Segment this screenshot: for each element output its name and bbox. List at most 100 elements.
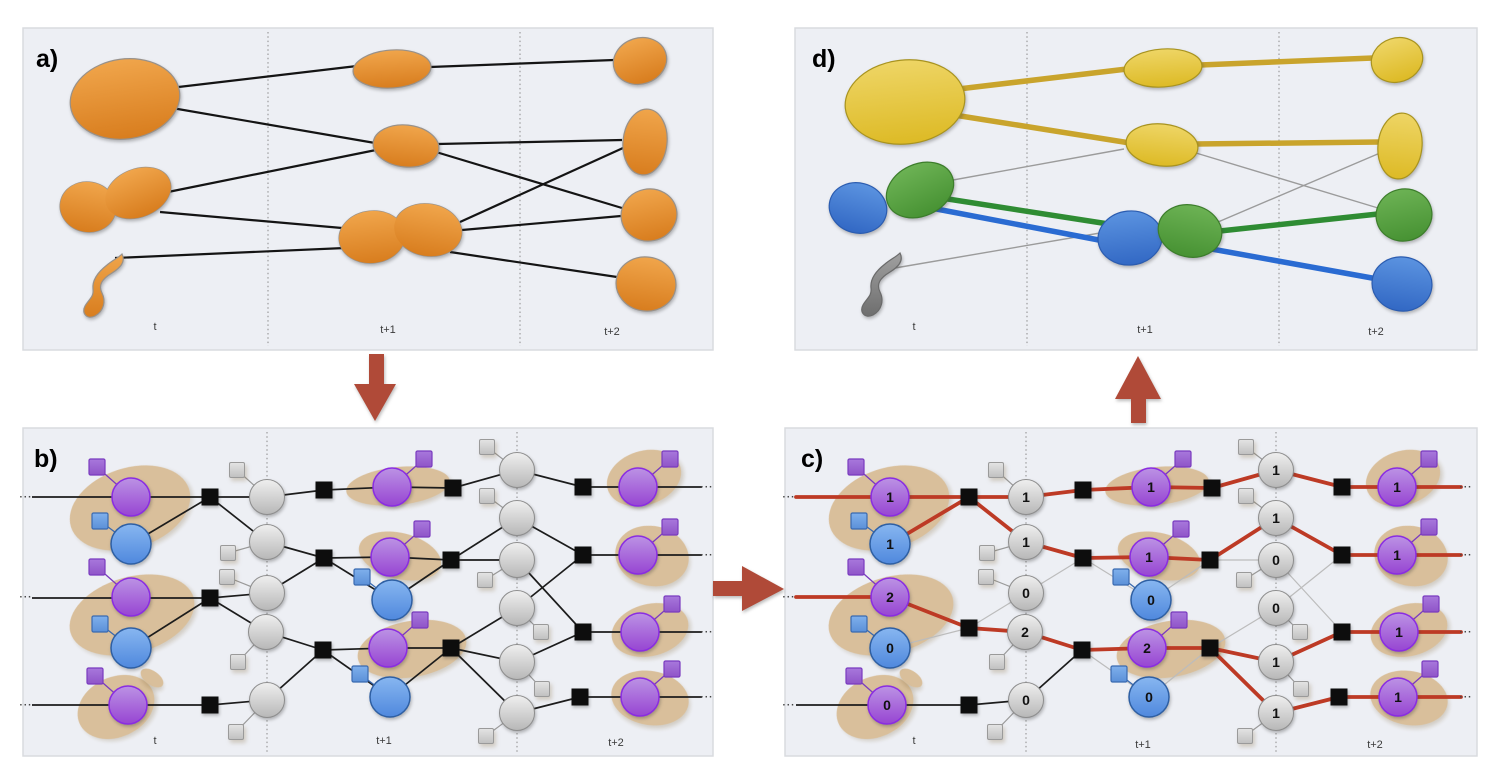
- transition-flag-icon: [220, 545, 236, 561]
- transition-circle: [1258, 542, 1294, 578]
- purple-flag-icon: [413, 520, 431, 538]
- cell-a-t2-2: [622, 108, 668, 176]
- transition-circle: [249, 682, 285, 718]
- cell-a-t2-4: [615, 256, 677, 312]
- blob-part: [622, 108, 668, 176]
- transition-value: 0: [1022, 585, 1030, 601]
- arrow-c-to-d: [1115, 356, 1161, 423]
- cell-region-blob: [899, 668, 923, 688]
- detection-circle: [870, 577, 910, 617]
- factor-node: [960, 696, 978, 714]
- transition-circle: [1258, 695, 1294, 731]
- purple-detection-variable: [368, 628, 408, 668]
- transition-flag-icon: [219, 569, 235, 585]
- transition-variable: [249, 575, 285, 611]
- transition-circle: [1258, 644, 1294, 680]
- detection-value: 0: [1145, 689, 1153, 705]
- track-edge-blackA: [435, 150, 623, 210]
- blue-flag-icon: [850, 512, 868, 530]
- blue-flag-icon: [353, 568, 371, 586]
- transition-value: 1: [1272, 654, 1280, 670]
- cell-a-t-peanut: [59, 166, 172, 233]
- transition-variable: [248, 614, 284, 650]
- cell-d-t2-2-yellow: [1377, 112, 1423, 180]
- time-label: t+2: [604, 326, 620, 338]
- transition-flag-icon: [979, 545, 995, 561]
- blue-detection-variable: 0: [1128, 676, 1170, 718]
- factor-node: [960, 488, 978, 506]
- purple-flag-icon: [1420, 518, 1438, 536]
- continuation-dots: ···: [783, 700, 796, 711]
- transition-flag-icon: [1293, 681, 1309, 697]
- detection-circle: [371, 579, 413, 621]
- detection-value: 1: [1394, 689, 1402, 705]
- transition-variable: 0: [1258, 590, 1294, 626]
- transition-circle: [1008, 524, 1044, 560]
- transition-value: 1: [1272, 510, 1280, 526]
- track-edge-blackA: [429, 58, 615, 69]
- purple-detection-variable: 2: [1127, 628, 1167, 668]
- transition-circle: [499, 500, 535, 536]
- transition-flag-icon: [989, 654, 1005, 670]
- transition-variable: 0: [1008, 682, 1044, 718]
- purple-flag-icon: [1420, 450, 1438, 468]
- purple-flag-icon: [1174, 450, 1192, 468]
- time-label: t+1: [380, 324, 396, 336]
- blob-part: [612, 36, 668, 86]
- transition-variable: 1: [1258, 500, 1294, 536]
- cell-a-t2-1: [612, 36, 668, 86]
- cell-d-t2-3-green: [1375, 188, 1433, 242]
- detection-circle: [1377, 535, 1417, 575]
- detection-circle: [867, 685, 907, 725]
- track-edge-gray: [1217, 152, 1381, 223]
- factor-node: [1073, 641, 1091, 659]
- transition-variable: [499, 452, 535, 488]
- transition-variable: 1: [1008, 479, 1044, 515]
- detection-circle: [1131, 467, 1171, 507]
- purple-flag-icon: [661, 450, 679, 468]
- transition-circle: [1008, 575, 1044, 611]
- continuation-dots: ···: [20, 592, 33, 603]
- track-edge-yellow: [945, 111, 1133, 146]
- arrow-a-to-b: [354, 354, 396, 421]
- factor-node: [1201, 639, 1219, 657]
- purple-detection-variable: [620, 612, 660, 652]
- transition-variable: [499, 644, 535, 680]
- detection-circle: [1127, 628, 1167, 668]
- track-edge-gray: [1195, 152, 1379, 209]
- cell-d-t2-4-blue: [1371, 256, 1433, 312]
- blob-part: [1370, 36, 1424, 84]
- purple-detection-variable: 1: [1379, 612, 1419, 652]
- factor-node: [1330, 688, 1348, 706]
- factor-node: [315, 549, 333, 567]
- factor-node: [201, 589, 219, 607]
- transition-variable: [499, 695, 535, 731]
- purple-flag-icon: [86, 667, 104, 685]
- transition-circle: [249, 524, 285, 560]
- continuation-dots: ···: [701, 627, 714, 638]
- blue-detection-variable: [110, 627, 152, 669]
- continuation-dots: ···: [20, 700, 33, 711]
- transition-circle: [1007, 614, 1043, 650]
- blue-detection-variable: [369, 676, 411, 718]
- blob-part: [1377, 112, 1423, 180]
- detection-circle: [111, 577, 151, 617]
- panel-c: 1102011001111200110201111···············…: [783, 427, 1478, 757]
- detection-circle: [108, 685, 148, 725]
- transition-value: 1: [1272, 462, 1280, 478]
- detection-circle: [618, 535, 658, 575]
- transition-circle: [499, 590, 535, 626]
- transition-flag-icon: [1236, 572, 1252, 588]
- purple-flag-icon: [1421, 660, 1439, 678]
- panel-letter-b: b): [34, 445, 58, 473]
- factor-node: [442, 639, 460, 657]
- blob-part: [394, 203, 462, 257]
- purple-flag-icon: [88, 458, 106, 476]
- cell-d-t-peanut-green: [885, 161, 955, 219]
- transition-value: 1: [1022, 534, 1030, 550]
- continuation-dots: ···: [1460, 627, 1473, 638]
- blob-part: [885, 161, 955, 219]
- time-label: t+1: [1135, 739, 1151, 751]
- purple-detection-variable: [618, 535, 658, 575]
- purple-flag-icon: [661, 518, 679, 536]
